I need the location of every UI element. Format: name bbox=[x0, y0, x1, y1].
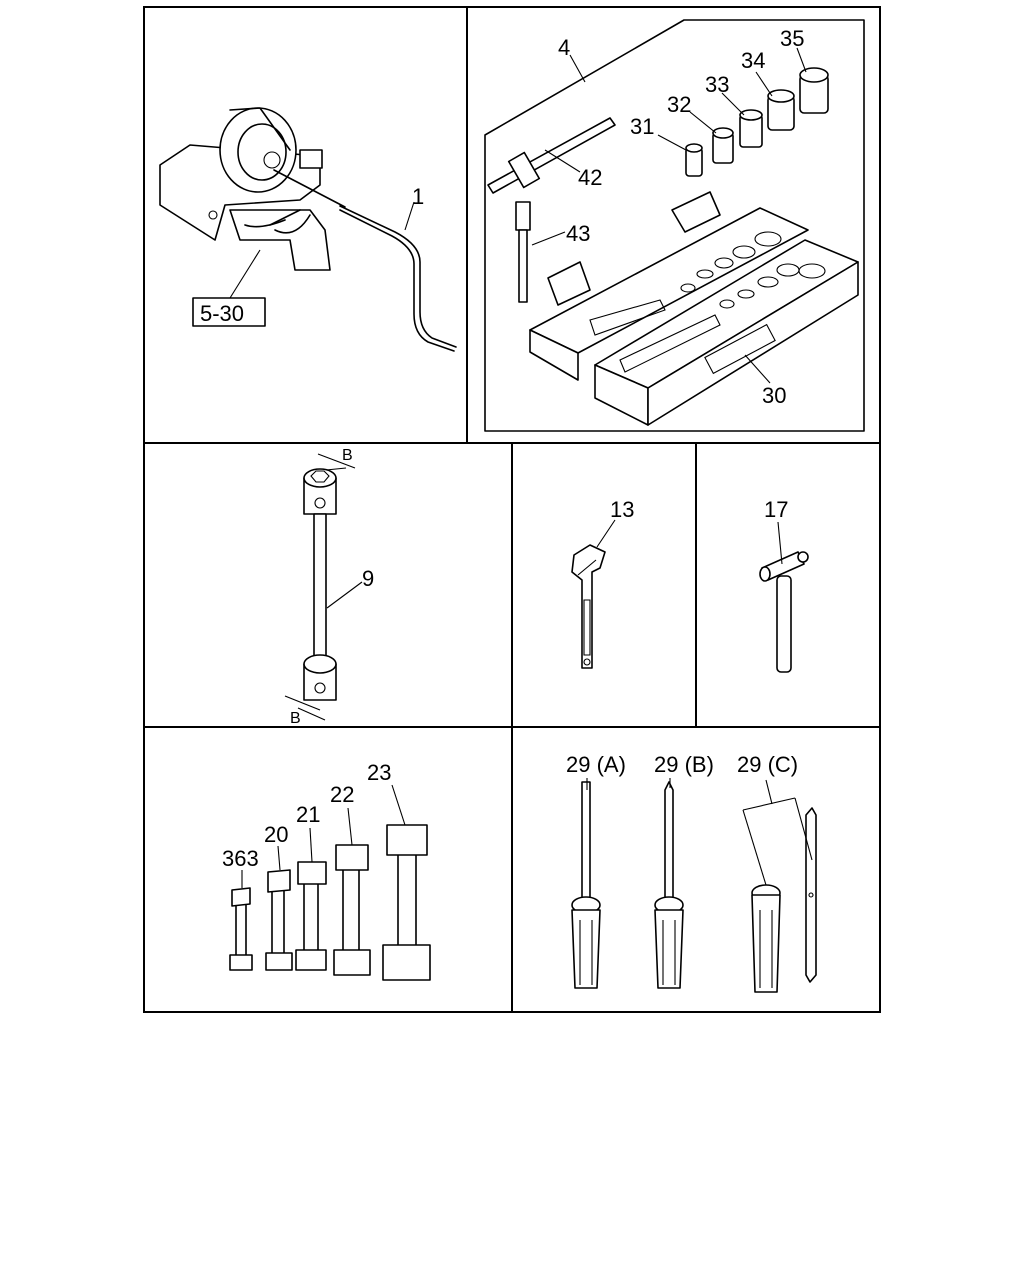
leader-extension bbox=[531, 231, 566, 246]
label-socket-31: 31 bbox=[630, 114, 654, 139]
label-ref-box: 5-30 bbox=[200, 301, 244, 326]
label-screwdriver-c: 29 (C) bbox=[737, 752, 798, 777]
leader-kit bbox=[569, 54, 586, 83]
leader-hammer bbox=[777, 521, 783, 565]
label-socket-32: 32 bbox=[667, 92, 691, 117]
leader-case bbox=[744, 354, 771, 384]
label-spanner-20: 20 bbox=[264, 822, 288, 847]
spanner-363 bbox=[229, 887, 253, 971]
ref-box bbox=[192, 297, 266, 327]
label-screwdriver-b: 29 (B) bbox=[654, 752, 714, 777]
leader-handle bbox=[544, 149, 581, 173]
label-kit: 4 bbox=[558, 35, 570, 60]
spanner-leaders bbox=[241, 784, 406, 888]
adjustable-wrench bbox=[571, 544, 606, 669]
label-dim-top: B bbox=[342, 447, 353, 464]
label-socket-33: 33 bbox=[705, 72, 729, 97]
sockets bbox=[685, 67, 829, 177]
leader-wheel-wrench bbox=[326, 581, 363, 609]
panel-frame bbox=[143, 6, 881, 1013]
label-screwdriver-a: 29 (A) bbox=[566, 752, 626, 777]
kit-outline bbox=[484, 19, 865, 432]
label-wheel-wrench: 9 bbox=[362, 566, 374, 591]
screwdriver-a bbox=[571, 781, 601, 989]
label-spanner-23: 23 bbox=[367, 760, 391, 785]
spanner-20 bbox=[265, 869, 293, 971]
label-spanner-21: 21 bbox=[296, 802, 320, 827]
label-case: 30 bbox=[762, 383, 786, 408]
spanner-21 bbox=[295, 861, 327, 971]
spanner-22 bbox=[333, 844, 371, 976]
label-handle: 42 bbox=[578, 165, 602, 190]
tommy-handle bbox=[487, 117, 616, 194]
label-adjustable: 13 bbox=[610, 497, 634, 522]
dimension-marks bbox=[284, 453, 356, 721]
crank-handle bbox=[273, 169, 457, 352]
wheel-nut-wrench bbox=[303, 468, 337, 701]
leader-adjustable bbox=[596, 519, 616, 548]
label-dim-bottom: B bbox=[290, 710, 301, 727]
extension-bar bbox=[515, 201, 531, 303]
label-extension: 43 bbox=[566, 221, 590, 246]
tool-case bbox=[529, 191, 859, 426]
winch-assembly bbox=[159, 107, 331, 271]
ball-peen-hammer bbox=[759, 551, 809, 673]
label-hammer: 17 bbox=[764, 497, 788, 522]
label-crank: 1 bbox=[412, 184, 424, 209]
leader-ref-box bbox=[229, 249, 261, 299]
screwdriver-b bbox=[654, 781, 684, 989]
label-socket-34: 34 bbox=[741, 48, 765, 73]
screwdriver-c bbox=[751, 807, 817, 993]
label-socket-35: 35 bbox=[780, 26, 804, 51]
screwdriver-leaders bbox=[586, 778, 813, 886]
leader-crank bbox=[404, 201, 415, 231]
label-spanner-22: 22 bbox=[330, 782, 354, 807]
spanner-23 bbox=[382, 824, 431, 981]
socket-leaders bbox=[657, 47, 807, 151]
label-spanner-363: 363 bbox=[222, 846, 259, 871]
